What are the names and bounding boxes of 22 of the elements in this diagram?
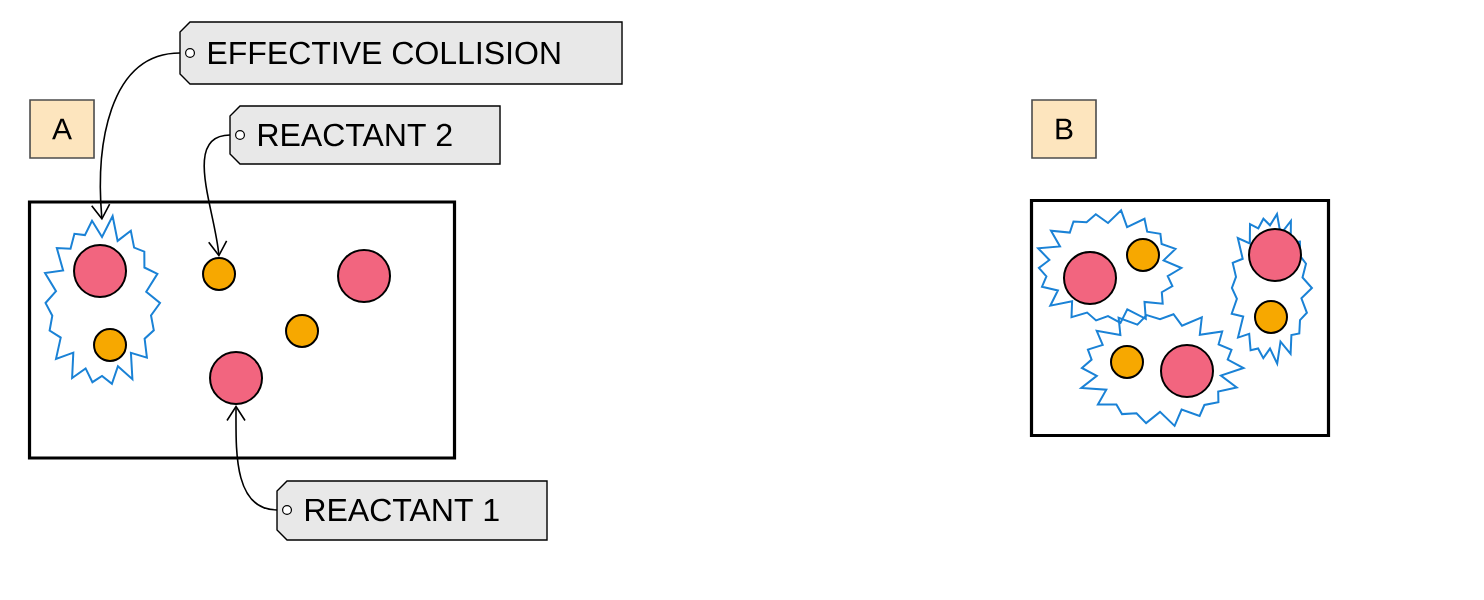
label-tag: REACTANT 1: [276, 480, 548, 541]
particle: [1254, 300, 1288, 334]
particle: [202, 257, 236, 291]
particle: [209, 351, 263, 405]
leader-arrow: [226, 405, 278, 511]
leader-arrow: [90, 52, 181, 221]
particle: [1063, 251, 1117, 305]
container-box: [27, 200, 457, 460]
leader-arrow: [203, 134, 231, 257]
letter-box: A: [29, 99, 95, 159]
particle: [1110, 345, 1144, 379]
particle: [93, 328, 127, 362]
particle: [1248, 228, 1302, 282]
particle: [1160, 344, 1214, 398]
particle: [73, 244, 127, 298]
letter-box: B: [1031, 99, 1097, 159]
container-box: [1029, 198, 1331, 438]
label-tag: REACTANT 2: [229, 105, 501, 165]
particle: [337, 249, 391, 303]
particle: [285, 314, 319, 348]
particle: [1126, 238, 1160, 272]
label-tag: EFFECTIVE COLLISION: [179, 21, 623, 85]
